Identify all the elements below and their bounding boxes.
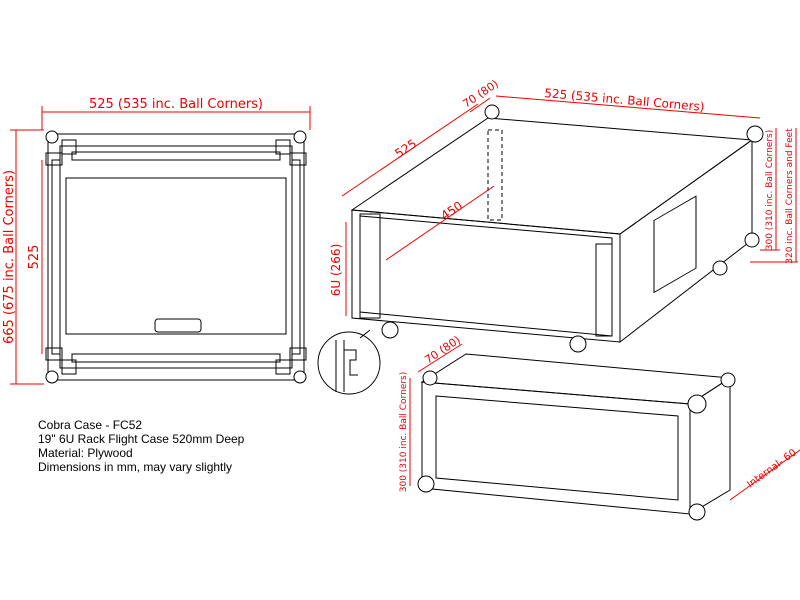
- product-material: Material: Plywood: [38, 446, 133, 460]
- lid-height-label: 300 (310 inc. Ball Corners): [399, 372, 409, 493]
- iso-view: 525 70 (80) 525 (535 inc. Ball Corners) …: [329, 77, 798, 353]
- lid-internal-label: Internal- 60: [745, 447, 798, 490]
- product-title: Cobra Case - FC52: [38, 418, 143, 432]
- ball-corner-icon: [381, 104, 764, 353]
- product-info: Cobra Case - FC52 19" 6U Rack Flight Cas…: [38, 418, 244, 474]
- iso-depth-label: 525: [392, 136, 419, 160]
- product-note: Dimensions in mm, may vary slightly: [38, 460, 233, 474]
- detail-view: [317, 329, 381, 395]
- lid-view: 300 (310 inc. Ball Corners) 70 (80) Inte…: [399, 333, 800, 521]
- iso-height-label: 300 (310 inc. Ball Corners): [765, 130, 775, 251]
- iso-height-feet-label: 320 inc. Ball Corners and Feet: [785, 128, 795, 264]
- lid-depth-label: 70 (80): [422, 333, 462, 366]
- front-width-label: 525 (535 inc. Ball Corners): [89, 97, 263, 112]
- ball-corner-icon: [45, 130, 307, 384]
- front-view: 525 (535 inc. Ball Corners) 665 (675 inc…: [2, 97, 311, 385]
- handle: [154, 318, 202, 333]
- front-height-label: 665 (675 inc. Ball Corners): [2, 170, 17, 344]
- rack-units-label: 6U (266): [329, 244, 343, 297]
- product-description: 19" 6U Rack Flight Case 520mm Deep: [38, 432, 245, 446]
- iso-width-label: 525 (535 inc. Ball Corners): [544, 86, 705, 114]
- ball-corner-icon: [417, 370, 736, 521]
- front-inner-height-label: 525: [27, 245, 42, 270]
